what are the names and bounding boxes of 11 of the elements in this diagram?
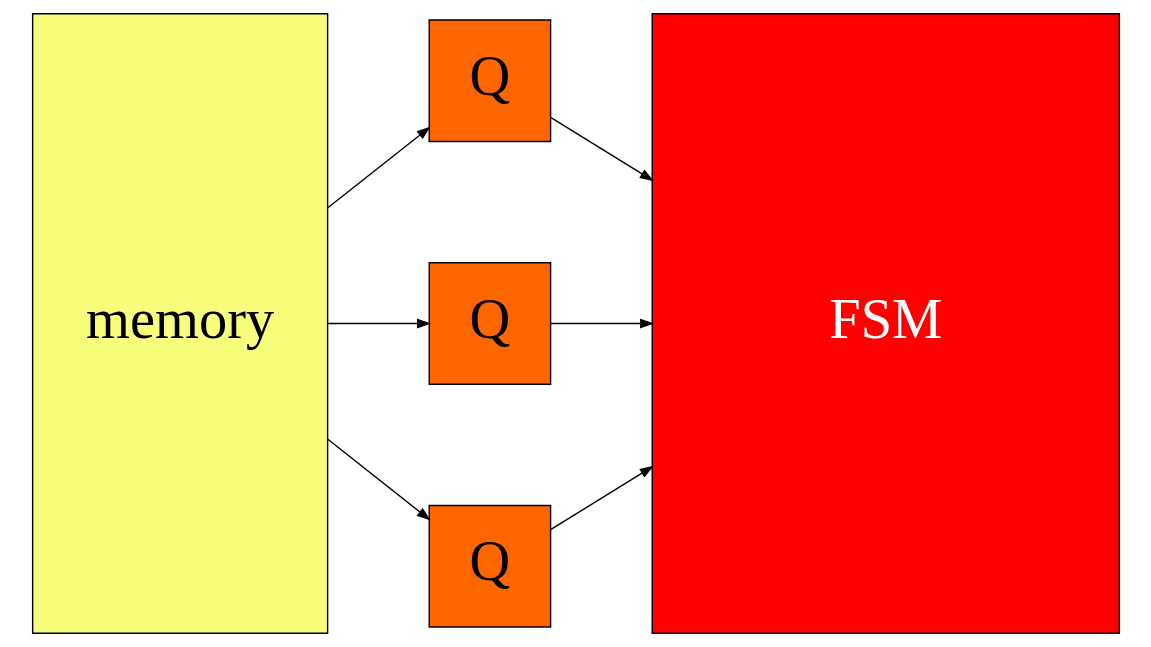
node-box: Q	[428, 504, 551, 628]
node-box: Q	[428, 262, 551, 385]
arrow	[326, 126, 431, 209]
arrow	[326, 438, 431, 521]
node-box: Q	[428, 19, 551, 143]
arrow	[549, 318, 654, 329]
node-box: memory	[31, 13, 328, 634]
node-box: FSM	[651, 13, 1120, 634]
arrow	[326, 318, 431, 329]
arrow	[549, 116, 654, 182]
arrow	[549, 465, 654, 531]
